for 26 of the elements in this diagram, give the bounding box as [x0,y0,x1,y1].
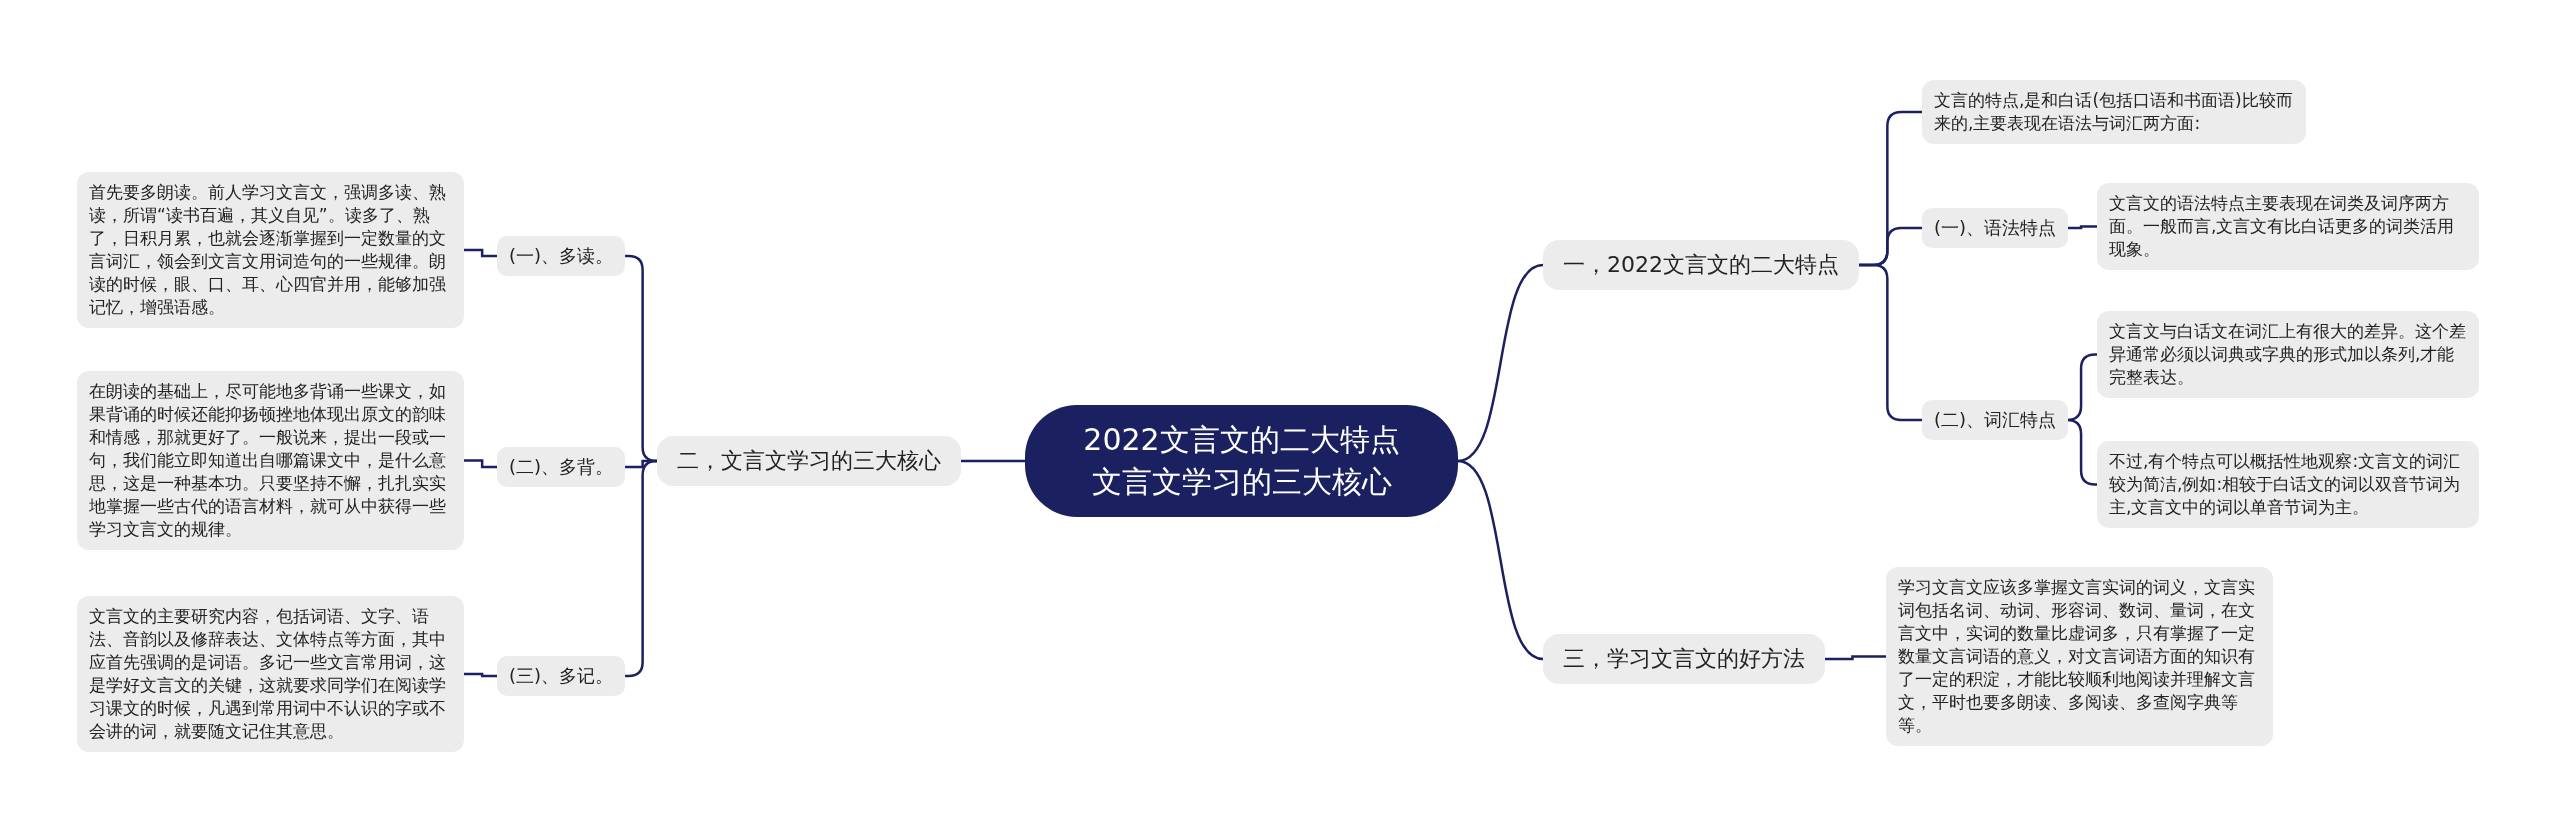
connector-line [1825,655,1886,661]
connector-line [464,459,497,469]
text-box: 首先要多朗读。前人学习文言文，强调多读、熟读，所谓“读书百遍，其义自见”。读多了、熟了，日积月累，也就会逐渐掌握到一定数量的文言词汇，领会到文言文用词造句的一些规律。朗读的时候，眼、口、耳、心四官并用，能够加强记忆，增强语感。 [77,172,464,328]
text-box: 文言文的语法特点主要表现在词类及词序两方面。一般而言,文言文有比白话更多的词类活用现象。 [2097,183,2479,270]
text-box: 文言文的主要研究内容，包括词语、文字、语法、音韵以及修辞表达、文体特点等方面，其中应首先强调的是词语。多记一些文言常用词，这是学好文言文的关键，这就要求同学们在阅读学习课文的时候，凡遇到常用词中不认识的字或不会讲的词，就要随文记住其意思。 [77,596,464,752]
subtopic-box: (一)、多读。 [497,236,626,276]
subtopic-box: (二)、词汇特点 [1922,400,2069,440]
text-box: 文言的特点,是和白话(包括口语和书面语)比较而来的,主要表现在语法与词汇两方面: [1922,80,2306,144]
text-box: 不过,有个特点可以概括性地观察:文言文的词汇较为简洁,例如:相较于白话文的词以双音节词为主,文言文中的词以单音节词为主。 [2097,441,2479,528]
subtopic-box: (二)、多背。 [497,447,626,487]
text-box: 文言文与白话文在词汇上有很大的差异。这个差异通常必须以词典或字典的形式加以条列,才能完整表达。 [2097,311,2479,398]
connector-line [2068,225,2097,230]
text-box: 在朗读的基础上，尽可能地多背诵一些课文，如果背诵的时候还能抑扬顿挫地体现出原文的韵味和情感，那就更好了。一般说来，提出一段或一句，我们能立即知道出自哪篇课文中，是什么意思，这是一种基本功。只要坚持不懈，扎扎实实地掌握一些古代的语言材料，就可从中获得一些学习文言文的规律。 [77,371,464,550]
connector-line [1457,459,1544,661]
connector-line [464,672,497,678]
subtopic-box: (一)、语法特点 [1922,208,2069,248]
central-topic: 2022文言文的二大特点 文言文学习的三大核心 [1025,405,1458,517]
branch-topic: 二，文言文学习的三大核心 [657,436,961,486]
connector-line [1859,263,1922,422]
text-box: 学习文言文应该多掌握文言实词的词义，文言实词包括名词、动词、形容词、数词、量词，在文言文中，实词的数量比虚词多，只有掌握了一定数量文言词语的意义，对文言词语方面的知识有了一定的积淀，才能比较顺利地阅读并理解文言文，平时也要多朗读、多阅读、多查阅字典等等。 [1886,567,2273,746]
branch-topic: 一，2022文言文的二大特点 [1543,240,1859,290]
connector-line [961,459,1025,463]
branch-topic: 三，学习文言文的好方法 [1543,634,1825,684]
connector-line [1457,263,1544,463]
subtopic-box: (三)、多记。 [497,656,626,696]
connector-line [464,248,497,258]
